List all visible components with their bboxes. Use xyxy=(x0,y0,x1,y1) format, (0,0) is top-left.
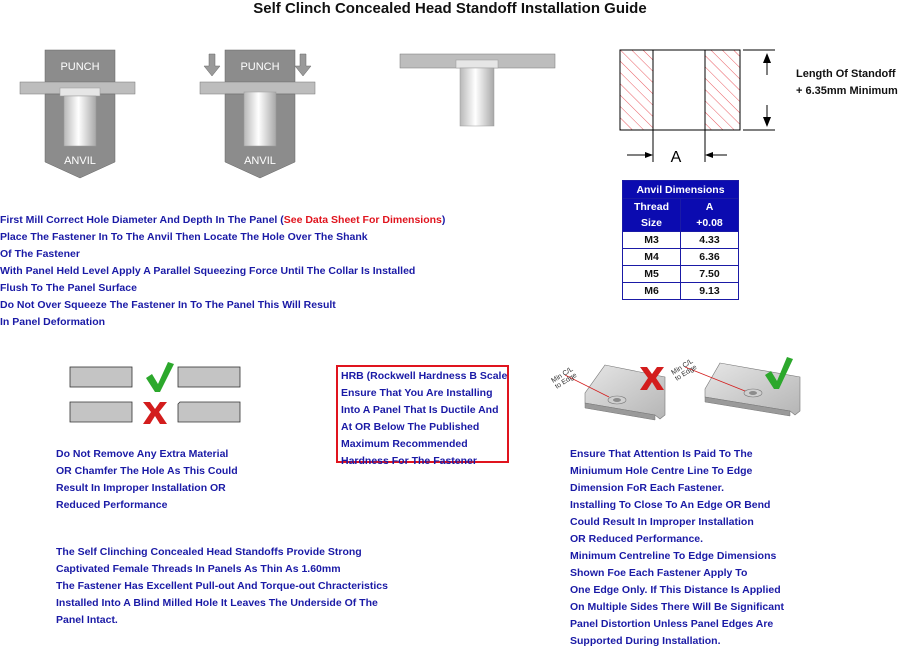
punch-label: PUNCH xyxy=(240,61,279,73)
svg-text:Min C/Lto Edge: Min C/Lto Edge xyxy=(670,358,698,383)
fastener-shank xyxy=(63,95,97,147)
instruction-line: Of The Fastener xyxy=(0,248,80,260)
fastener-shank xyxy=(459,67,495,127)
fastener-shank xyxy=(243,91,277,147)
anvil-dimension-drawing: A xyxy=(619,49,775,166)
hole-chamfer-illustration xyxy=(69,362,241,424)
page-title: Self Clinch Concealed Head Standoff Inst… xyxy=(253,0,647,17)
cross-icon xyxy=(640,367,664,390)
length-note-line: + 6.35mm Minimum xyxy=(796,85,898,97)
anvil-label: ANVIL xyxy=(64,155,96,167)
down-arrow-icon xyxy=(203,53,221,77)
instruction-line: Do Not Over Squeeze The Fastener In To T… xyxy=(0,299,336,311)
svg-text:Min C/Lto Edge: Min C/Lto Edge xyxy=(550,366,578,391)
installation-diagram-1: PUNCH ANVIL xyxy=(19,49,136,179)
installation-diagram-3 xyxy=(399,53,556,127)
col-header-a: A+0.08 xyxy=(680,198,739,232)
punch-label: PUNCH xyxy=(60,61,99,73)
edge-distance-illustration: Min C/Lto Edge Min C/Lto Edge xyxy=(550,357,801,421)
fastener-head xyxy=(59,87,101,97)
installation-instructions: First Mill Correct Hole Diameter And Dep… xyxy=(0,212,445,331)
instruction-line: Flush To The Panel Surface xyxy=(0,282,137,294)
length-note-line: Length Of Standoff xyxy=(796,68,896,80)
punch xyxy=(44,49,116,83)
hatch-left xyxy=(619,49,654,131)
check-icon xyxy=(765,357,793,389)
check-icon xyxy=(146,362,174,392)
fastener-head xyxy=(455,59,499,69)
chamfer-note: Do Not Remove Any Extra Material OR Cham… xyxy=(56,448,238,511)
instruction-line: Place The Fastener In To The Anvil Then … xyxy=(0,231,368,243)
instruction-line: In Panel Deformation xyxy=(0,316,106,328)
anvil-label: ANVIL xyxy=(244,155,276,167)
edge-distance-note: Ensure That Attention Is Paid To The Min… xyxy=(570,448,785,647)
hrb-note-box: HRB (Rockwell Hardness B Scale Ensure Th… xyxy=(336,365,509,467)
down-arrow-icon xyxy=(294,53,312,77)
installation-diagram-2: PUNCH ANVIL xyxy=(199,49,316,179)
table-title: Anvil Dimensions xyxy=(622,180,739,199)
instruction-line: With Panel Held Level Apply A Parallel S… xyxy=(0,265,416,277)
summary-note: The Self Clinching Concealed Head Stando… xyxy=(56,546,388,626)
hatch-right xyxy=(704,49,741,131)
cross-icon xyxy=(143,402,167,424)
dimension-letter: A xyxy=(671,149,682,166)
instruction-line: First Mill Correct Hole Diameter And Dep… xyxy=(0,214,446,226)
